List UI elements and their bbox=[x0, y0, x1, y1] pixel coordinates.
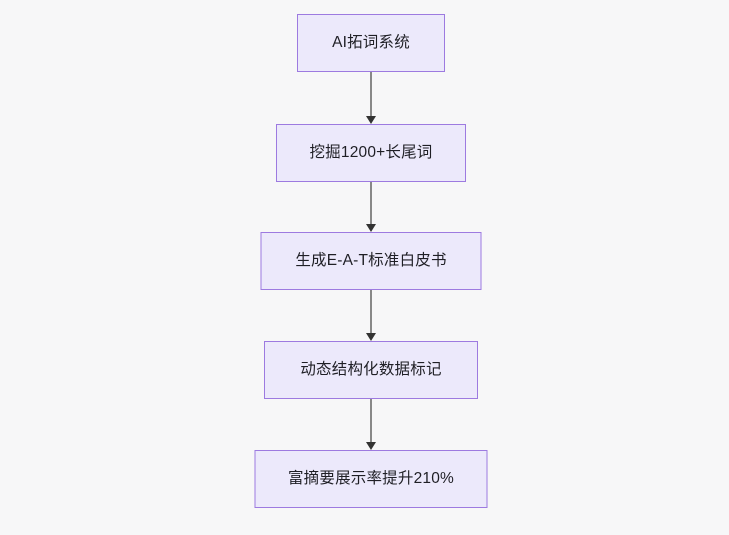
flow-node-label: AI拓词系统 bbox=[332, 33, 410, 51]
flow-node-label: 富摘要展示率提升210% bbox=[287, 469, 455, 487]
edge-line bbox=[370, 182, 372, 224]
edge-n2-n3 bbox=[365, 182, 377, 232]
edge-n3-n4 bbox=[365, 290, 377, 341]
arrowhead-icon bbox=[366, 442, 376, 450]
flow-node-label: 动态结构化数据标记 bbox=[300, 360, 442, 378]
edge-n4-n5 bbox=[365, 399, 377, 450]
edge-line bbox=[370, 399, 372, 442]
arrowhead-icon bbox=[366, 333, 376, 341]
flow-node-dynamic-structured-data-markup[interactable]: 动态结构化数据标记 bbox=[264, 341, 478, 399]
flow-node-rich-snippet-impression-uplift[interactable]: 富摘要展示率提升210% bbox=[254, 450, 488, 508]
flow-node-label: 生成E-A-T标准白皮书 bbox=[295, 251, 447, 269]
arrowhead-icon bbox=[366, 116, 376, 124]
edge-line bbox=[370, 72, 372, 116]
flow-node-label: 挖掘1200+长尾词 bbox=[309, 143, 433, 161]
arrowhead-icon bbox=[366, 224, 376, 232]
edge-line bbox=[370, 290, 372, 333]
edge-n1-n2 bbox=[365, 72, 377, 124]
flow-node-generate-eat-whitepaper[interactable]: 生成E-A-T标准白皮书 bbox=[260, 232, 482, 290]
flow-node-ai-keyword-system[interactable]: AI拓词系统 bbox=[297, 14, 445, 72]
flow-node-mine-longtail-keywords[interactable]: 挖掘1200+长尾词 bbox=[276, 124, 466, 182]
